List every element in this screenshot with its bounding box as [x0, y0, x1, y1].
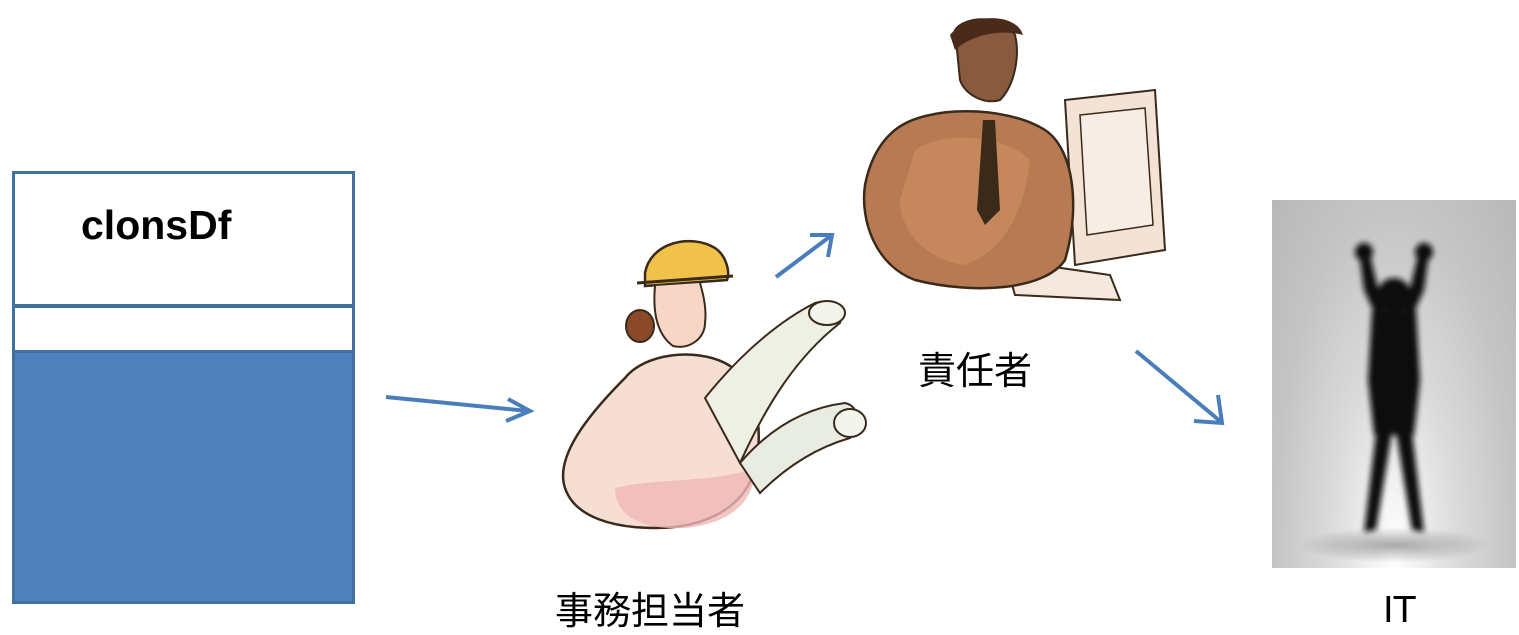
- document-title: clonsDf: [81, 202, 232, 248]
- clerk-label: 事務担当者: [555, 589, 746, 633]
- document-box: clonsDf: [12, 171, 355, 604]
- it-label: IT: [1383, 590, 1416, 631]
- arrow-to-it: [1134, 349, 1225, 426]
- document-title-area: clonsDf: [15, 174, 352, 308]
- document-body-fill: [15, 350, 352, 601]
- clerk-with-blueprints-icon: [561, 239, 867, 530]
- manager-at-computer-icon: [862, 18, 1167, 302]
- arrow-to-manager: [774, 233, 835, 279]
- silhouette-photo: [1272, 200, 1516, 568]
- arrow-to-clerk: [385, 395, 535, 423]
- manager-label: 責任者: [918, 349, 1033, 393]
- silhouette-person-icon: [1299, 243, 1489, 563]
- document-divider-row: [15, 308, 352, 350]
